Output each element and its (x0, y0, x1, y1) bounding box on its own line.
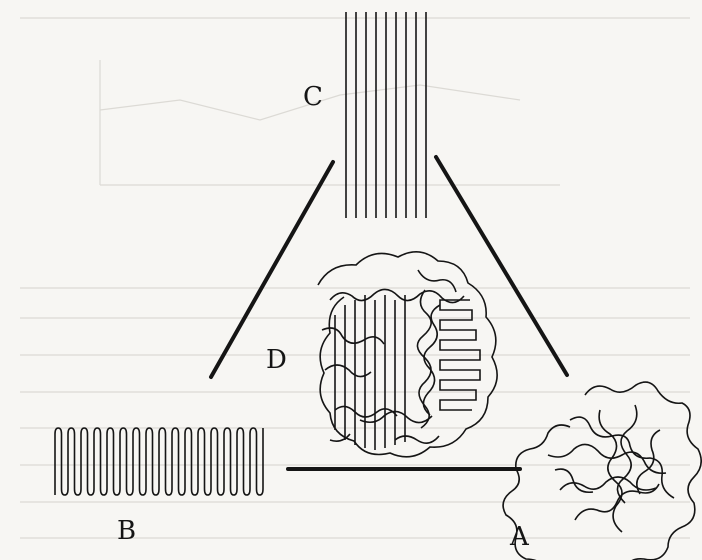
triangle-edges (211, 157, 567, 469)
shape-c-parallel-chains (346, 12, 426, 218)
label-a: A (510, 522, 529, 552)
shape-a-random-coil (503, 382, 701, 560)
label-b: B (117, 516, 136, 546)
shape-b-folded-chain (55, 428, 263, 495)
label-c: C (303, 82, 323, 112)
label-d: D (266, 345, 287, 375)
